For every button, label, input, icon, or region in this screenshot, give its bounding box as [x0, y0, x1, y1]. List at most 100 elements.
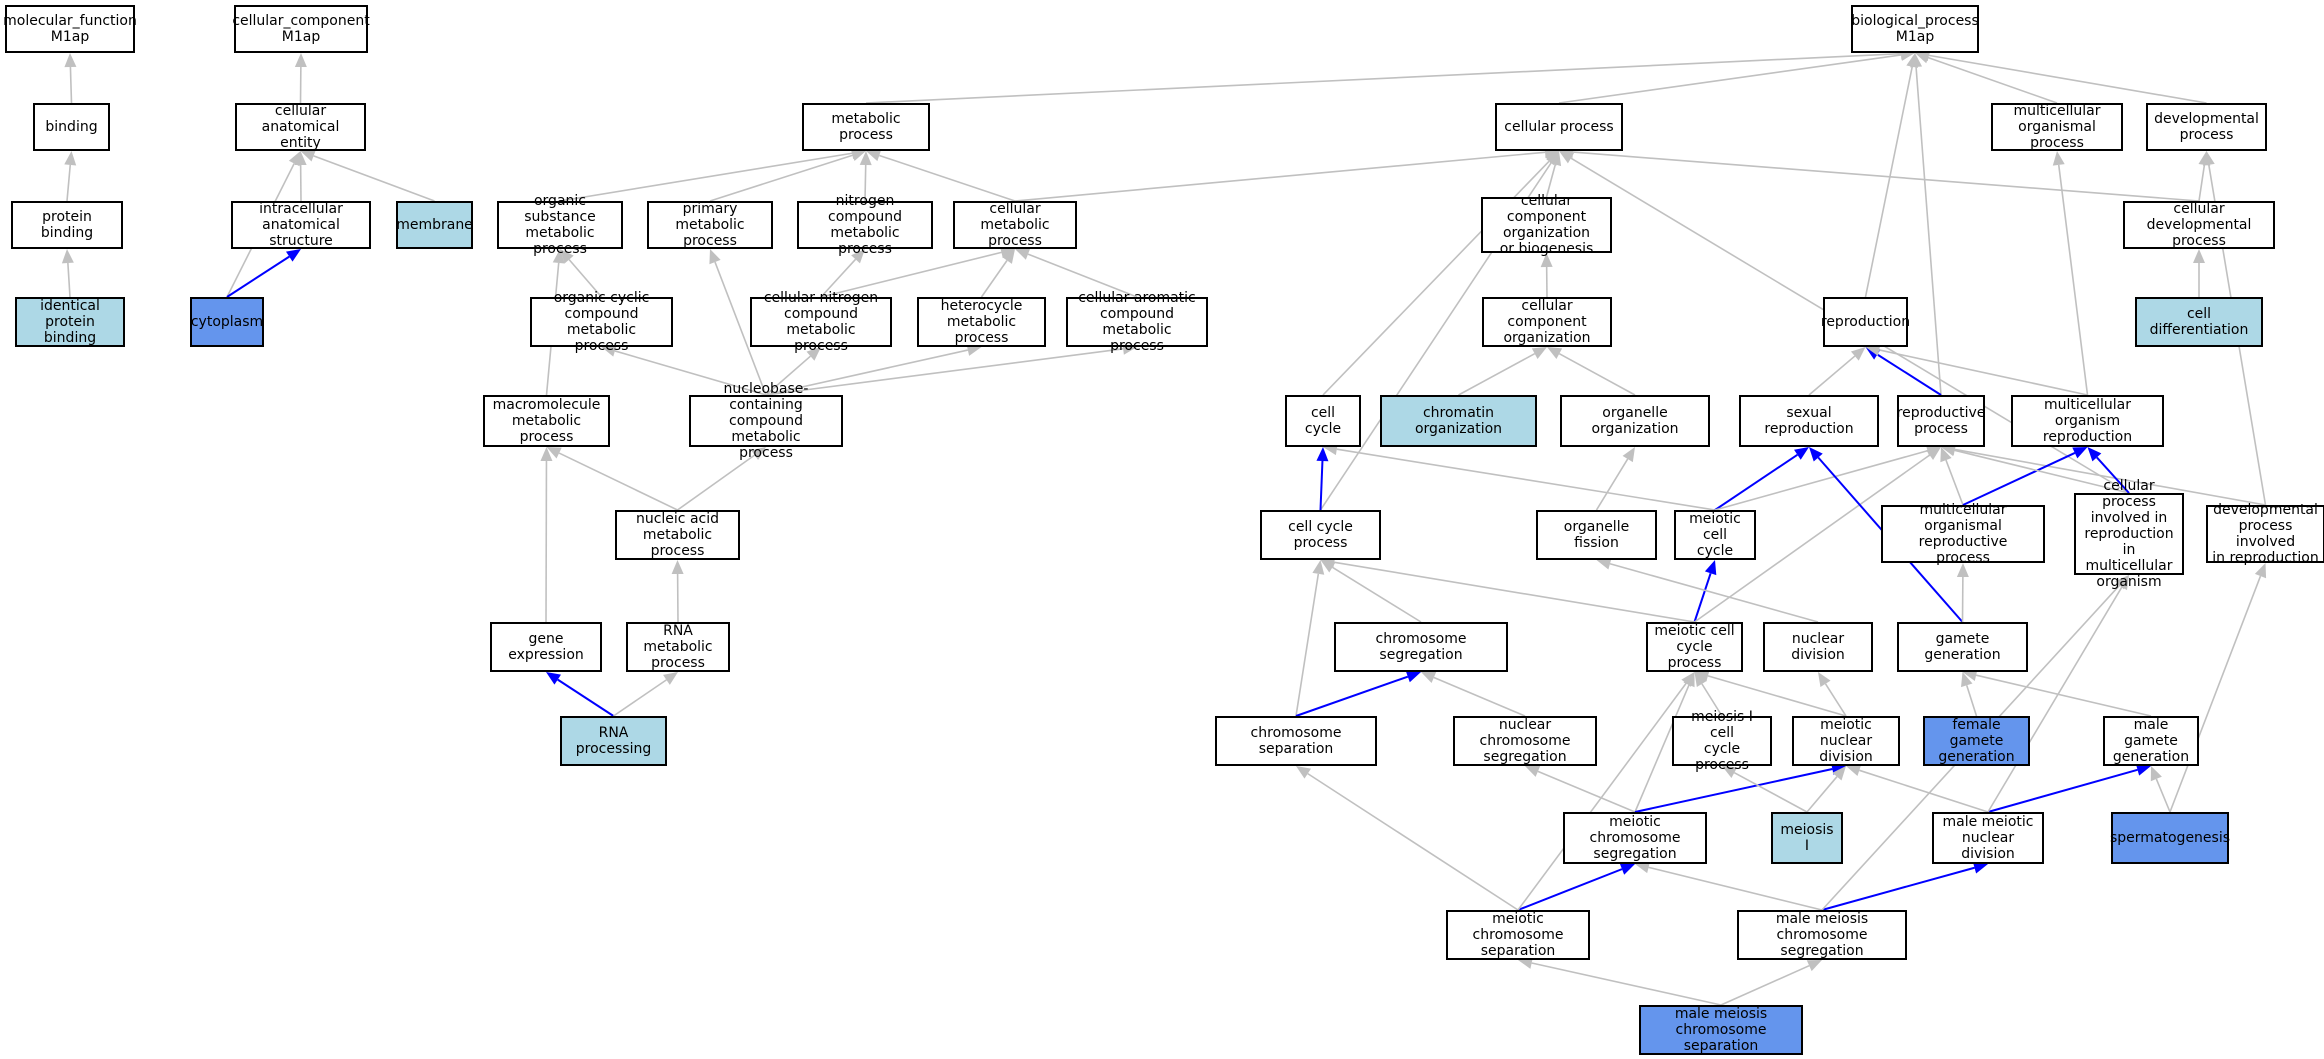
arrowhead	[1910, 53, 1923, 68]
edge-cellular-metabolic-process-to-cellular-process	[1014, 151, 1546, 202]
edge-meiotic-cell-cycle-process-to-reproductive-process	[1694, 454, 1931, 623]
arrowhead	[1622, 447, 1635, 463]
edge-meiotic-chromosome-segregation-to-meiotic-nuclear-division	[1634, 768, 1833, 813]
node-protein-binding: protein binding	[11, 201, 123, 249]
edge-rna-processing-to-rna-metabolic-process	[613, 679, 667, 717]
node-rna-processing: RNA processing	[560, 716, 667, 766]
edge-meiotic-cell-cycle-process-to-cell-cycle-process	[1334, 561, 1695, 623]
arrowhead	[1962, 669, 1978, 682]
edge-organelle-organization-to-cellular-component-organization	[1558, 353, 1636, 396]
node-multicellular-organismal-process: multicellular organismal process	[1991, 103, 2123, 151]
arrowhead	[552, 249, 565, 264]
node-cell-cycle-process: cell cycle process	[1260, 510, 1381, 560]
arrowhead	[2087, 447, 2102, 462]
node-male-gamete-generation: male gamete generation	[2103, 716, 2199, 766]
arrowhead	[1850, 347, 1866, 361]
edge-organic-substance-metabolic-process-to-metabolic-process	[559, 152, 853, 202]
arrowhead	[294, 53, 307, 68]
arrowhead	[663, 672, 678, 685]
arrowhead	[1806, 960, 1822, 972]
node-organelle-fission: organelle fission	[1536, 510, 1657, 560]
arrowhead	[560, 249, 574, 264]
arrowhead	[1531, 347, 1547, 359]
edge-female-gamete-generation-to-gamete-generation	[1965, 685, 1978, 717]
edge-rna-processing-to-gene-expression	[557, 678, 615, 717]
edge-spermatogenesis-to-male-gamete-generation	[2155, 778, 2171, 813]
edge-nucleobase-containing-compound-metabolic-process-to-cellular-aromatic-compound-metabolic-process	[765, 348, 1124, 396]
node-nucleic-acid-metabolic-process: nucleic acid metabolic process	[615, 510, 740, 560]
edge-organic-cyclic-compound-metabolic-process-to-organic-substance-metabolic-process	[568, 259, 603, 298]
node-cellular-process-involved-in-reproduction: cellular process involved in reproductio…	[2074, 478, 2184, 590]
edge-metabolic-process-to-bp-root	[865, 52, 1902, 104]
edge-nucleobase-containing-compound-metabolic-process-to-cellular-nitrogen-compound-metabolic-process	[765, 355, 811, 396]
arrowhead	[1421, 671, 1437, 683]
edge-multicellular-organismal-reproductive-process-to-multicellular-organism-reproduction	[1962, 452, 2076, 506]
edge-identical-protein-binding-to-protein-binding	[67, 262, 71, 298]
arrowhead	[1694, 670, 1710, 682]
edge-meiosis-i-cell-cycle-process-to-meiotic-cell-cycle-process	[1701, 683, 1723, 717]
node-mf-root: molecular_function M1ap	[3, 5, 137, 53]
node-gamete-generation: gamete generation	[1897, 622, 2028, 672]
arrowhead	[1635, 861, 1651, 874]
edge-meiotic-chromosome-segregation-to-meiotic-cell-cycle-process	[1634, 684, 1690, 813]
edge-reproductive-process-to-bp-root	[1915, 66, 1942, 396]
arrowhead	[1316, 447, 1329, 462]
edge-meiosis-i-to-meiosis-i-cell-cycle-process	[1733, 771, 1808, 813]
arrowhead	[2115, 575, 2129, 590]
arrowhead	[285, 249, 301, 262]
edge-male-meiotic-nuclear-division-to-meiotic-nuclear-division	[1859, 769, 1989, 813]
arrowhead	[806, 347, 821, 361]
edge-spermatogenesis-to-developmental-process-involved-in-reproduction	[2169, 575, 2262, 813]
node-meiosis-i-cell-cycle-process: meiosis I cell cycle process	[1672, 709, 1772, 773]
node-nuclear-chromosome-segregation: nuclear chromosome segregation	[1453, 716, 1597, 766]
arrowhead	[1002, 249, 1015, 264]
node-organelle-organization: organelle organization	[1560, 395, 1710, 447]
edge-nucleobase-containing-compound-metabolic-process-to-heterocycle-metabolic-process	[765, 349, 969, 396]
arrowhead	[1832, 766, 1846, 781]
node-gene-expression: gene expression	[490, 622, 602, 672]
node-cellular-nitrogen-compound-metabolic-process: cellular nitrogen compound metabolic pro…	[750, 290, 892, 354]
edge-meiotic-cell-cycle-to-sexual-reproduction	[1714, 453, 1798, 511]
node-male-meiosis-chromosome-segregation: male meiosis chromosome segregation	[1737, 910, 1907, 960]
arrowhead	[866, 149, 882, 162]
edge-cellular-process-involved-in-reproduction-to-multicellular-organism-reproduction	[2096, 456, 2130, 494]
arrowhead	[1015, 248, 1031, 260]
arrowhead	[1865, 344, 1881, 356]
node-multicellular-organism-reproduction: multicellular organism reproduction	[2011, 395, 2164, 447]
arrowhead	[1694, 672, 1708, 688]
edge-meiotic-cell-cycle-to-reproductive-process	[1714, 449, 1928, 511]
arrowhead	[751, 447, 766, 461]
edge-reproductive-process-to-reproduction	[1876, 353, 1942, 396]
edge-protein-binding-to-binding	[66, 164, 72, 202]
edge-male-meiosis-chromosome-segregation-to-male-meiotic-nuclear-division	[1821, 866, 1975, 911]
arrowhead	[1559, 151, 1575, 164]
node-cellular-anatomical-entity: cellular anatomical entity	[235, 103, 366, 151]
edge-male-meiotic-nuclear-division-to-male-gamete-generation	[1987, 768, 2138, 813]
node-male-meiosis-chromosome-separation: male meiosis chromosome separation	[1639, 1005, 1803, 1055]
edge-cellular-metabolic-process-to-metabolic-process	[879, 154, 1016, 202]
edge-meiotic-chromosome-separation-to-chromosome-separation	[1307, 772, 1519, 911]
node-developmental-process: developmental process	[2146, 103, 2267, 151]
edge-binding-to-mf-root	[69, 66, 73, 104]
node-rna-metabolic-process: RNA metabolic process	[626, 622, 730, 672]
arrowhead	[540, 447, 553, 462]
edge-meiotic-nuclear-division-to-meiotic-cell-cycle-process	[1707, 675, 1847, 717]
arrowhead	[1722, 766, 1738, 778]
arrowhead	[1972, 861, 1988, 874]
node-male-meiotic-nuclear-division: male meiotic nuclear division	[1932, 812, 2044, 864]
edge-multicellular-organismal-process-to-bp-root	[1927, 56, 2058, 104]
node-cellular-developmental-process: cellular developmental process	[2123, 201, 2275, 249]
arrowhead	[300, 150, 316, 162]
edge-cellular-aromatic-compound-metabolic-process-to-cellular-metabolic-process	[1027, 253, 1138, 298]
arrowhead	[1547, 347, 1563, 359]
edge-membrane-to-cellular-anatomical-entity	[313, 155, 435, 202]
arrowhead	[1926, 447, 1941, 460]
node-meiotic-nuclear-division: meiotic nuclear division	[1792, 716, 1900, 766]
node-cellular-metabolic-process: cellular metabolic process	[953, 201, 1077, 249]
arrowhead	[1940, 447, 1952, 463]
edge-male-gamete-generation-to-gamete-generation	[1975, 674, 2152, 717]
arrowhead	[1846, 764, 1862, 777]
arrowhead	[966, 344, 982, 356]
edge-male-meiosis-chromosome-segregation-to-meiotic-chromosome-segregation	[1648, 866, 1823, 911]
node-meiotic-chromosome-segregation: meiotic chromosome segregation	[1563, 812, 1707, 864]
